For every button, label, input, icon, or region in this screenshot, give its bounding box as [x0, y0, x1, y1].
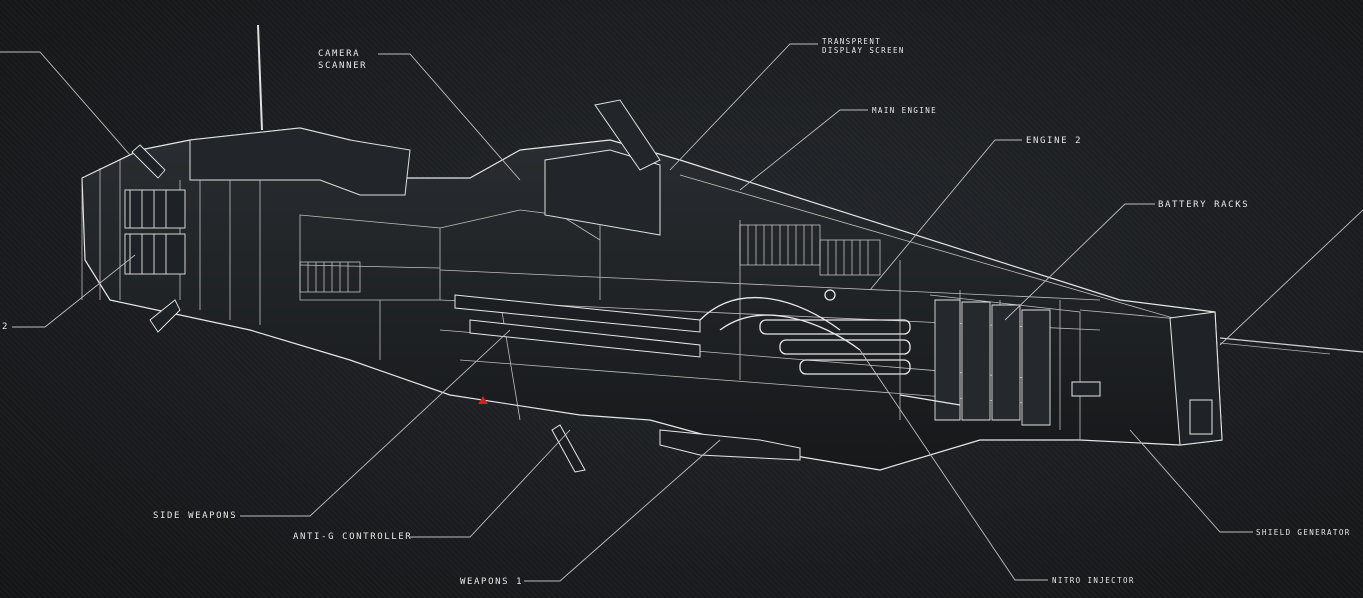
nose-probe: [1219, 337, 1363, 353]
weapon-barrels: [454, 294, 801, 473]
left-engine-pods: [124, 144, 186, 333]
callout-weapons-1: WEAPONS 1: [460, 577, 524, 587]
callout-main-engine: MAIN ENGINE: [872, 106, 938, 115]
callout-engine-2: ENGINE 2: [1026, 136, 1083, 146]
callout-camera-scanner-line2: SCANNER: [318, 61, 368, 71]
callout-side-weapons: SIDE WEAPONS: [153, 511, 238, 521]
callout-camera-scanner-line1: CAMERA: [318, 49, 361, 59]
battery-rack-panels: [934, 299, 1051, 426]
callout-transparent-display-line1: TRANSPRENT: [822, 37, 882, 46]
callout-transparent-display-line2: DISPLAY SCREEN: [822, 46, 905, 55]
nose-section: [1071, 311, 1223, 446]
nitro-tubes: [699, 289, 961, 406]
antenna: [257, 24, 263, 131]
callout-battery-racks: BATTERY RACKS: [1158, 200, 1250, 210]
cockpit-block: [189, 99, 661, 236]
callout-shield-generator: SHIELD GENERATOR: [1256, 528, 1351, 537]
engine-grid: [299, 224, 881, 293]
callout-nitro-injector: NITRO INJECTOR: [1052, 576, 1135, 585]
callout-left-2: 2: [2, 322, 10, 332]
callout-anti-g-controller: ANTI-G CONTROLLER: [293, 532, 413, 542]
leader-lines: [0, 43, 1363, 582]
warning-marker: [478, 396, 488, 404]
